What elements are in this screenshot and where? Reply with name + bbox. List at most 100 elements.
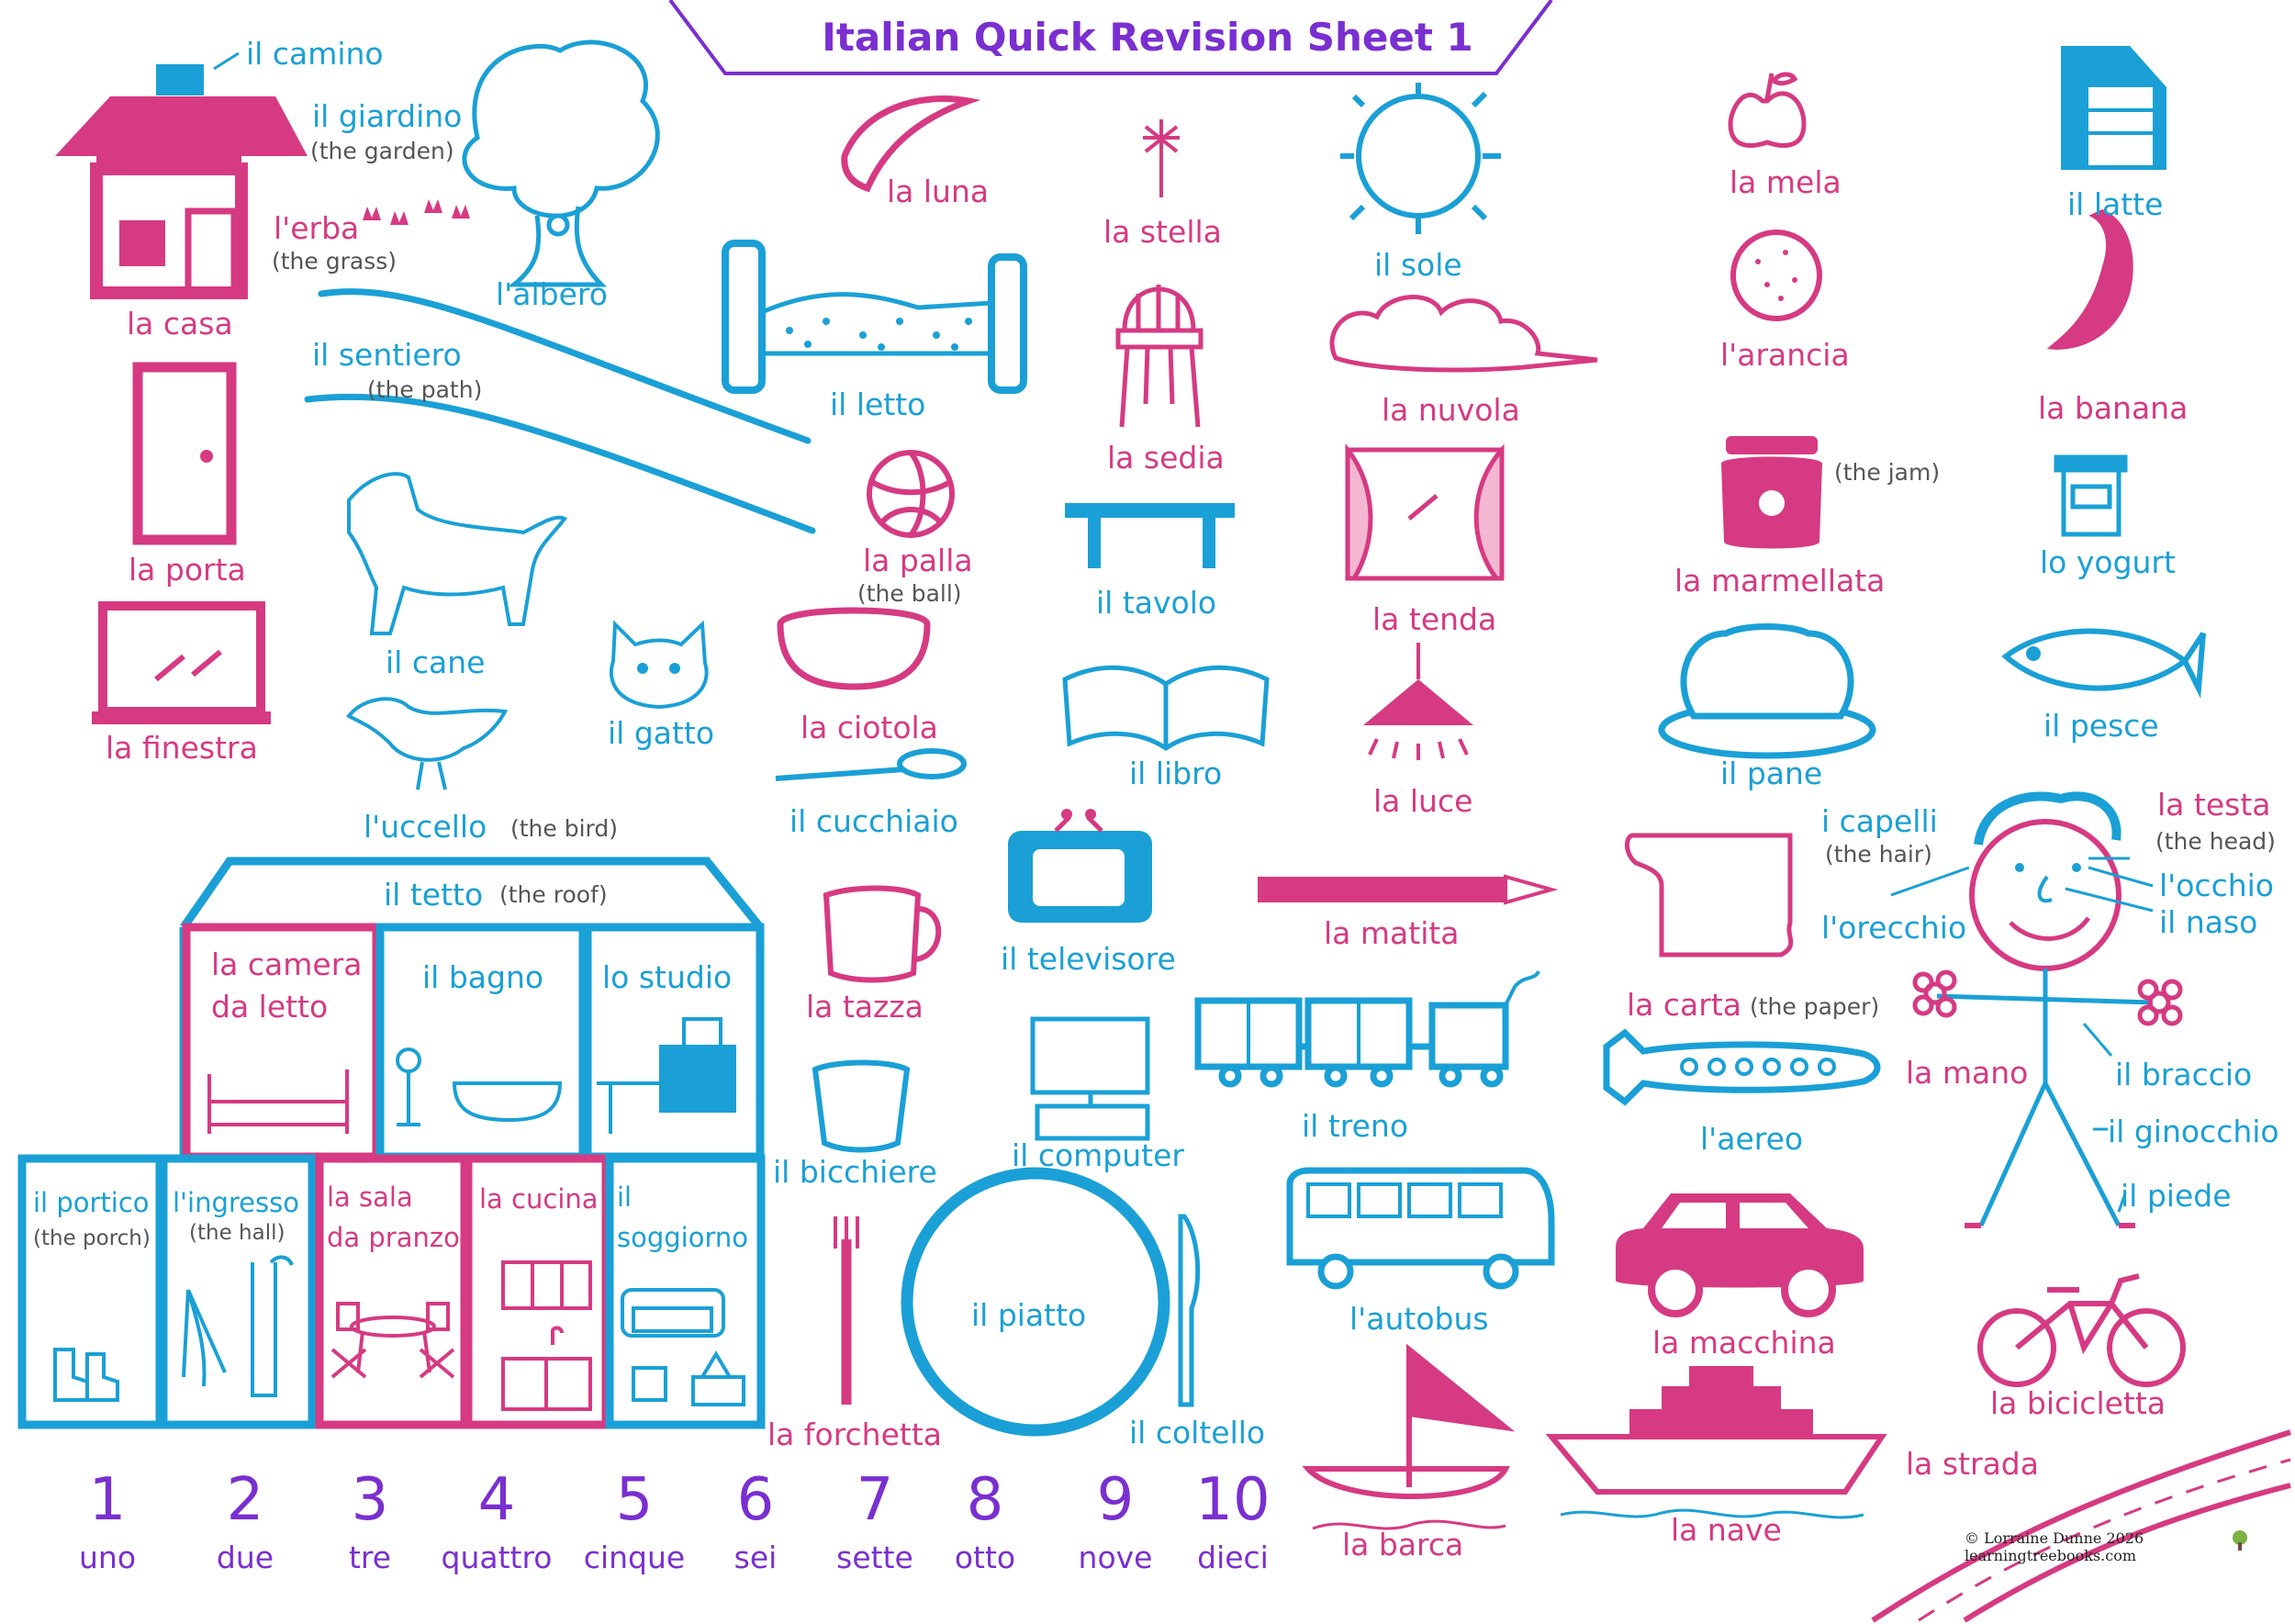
bed-dots [786,318,972,351]
label-la-macchina: la macchina [1652,1325,1836,1361]
number-word: quattro [441,1540,553,1575]
chair-icon [1115,285,1203,428]
label-il-cucchiaio: il cucchiaio [789,803,958,839]
door-icon [132,362,237,545]
milk-carton-icon [2061,46,2166,170]
road-icon [1871,1429,2291,1623]
label-la-mela: la mela [1730,164,1842,200]
number-word: otto [954,1540,1016,1575]
bed-icon [722,240,1027,394]
number-digit: 4 [477,1466,516,1534]
number-digit: 10 [1195,1466,1271,1534]
grass-flowers-icon [363,199,470,225]
label-la-tazza: la tazza [806,989,924,1025]
label-il-braccio: il braccio [2115,1057,2253,1092]
ship-icon [1545,1366,1887,1519]
label-lo-studio: lo studio [602,959,733,995]
aeroplane-icon [1603,1028,1881,1106]
copyright-line1: © Lorraine Dunne 2026 [1965,1529,2144,1547]
car-icon [1616,1193,1864,1317]
label-la-cucina: la cucina [479,1183,599,1215]
hall-umbrella-icon [182,1255,294,1397]
label-la-luce: la luce [1373,783,1473,819]
label-la-carta: la carta [1627,987,1741,1023]
tree-icon [462,39,660,287]
label-l-aereo: l'aereo [1700,1121,1804,1157]
stick-figure-icon [1936,791,2154,1228]
number-word: due [216,1540,274,1575]
cloud-icon [1329,295,1598,373]
label-il-camino: il camino [246,36,384,72]
label-la-sedia: la sedia [1107,440,1225,476]
label-il-cane: il cane [386,644,486,680]
label-l-albero: l'albero [496,276,608,312]
label-i-capelli: i capelli [1821,803,1938,839]
label-il-pesce: il pesce [2043,708,2159,744]
window-icon [92,601,271,724]
bathroom-icon [396,1047,563,1126]
label-the-bird: (the bird) [510,815,619,842]
fish-icon [2001,628,2206,699]
label-il-treno: il treno [1302,1108,1409,1144]
label-the-porch: (the porch) [33,1226,151,1250]
label-il-bicchiere: il bicchiere [773,1154,937,1190]
label-il-tetto: il tetto [384,877,484,913]
label-la-marmellata: la marmellata [1674,563,1886,599]
bicycle-icon [1977,1273,2186,1387]
label-the-head: (the head) [2155,828,2276,855]
number-word: sei [733,1540,778,1575]
label-il-portico: il portico [33,1187,150,1218]
label-la-porta: la porta [129,552,246,588]
label-la-mano: la mano [1906,1055,2029,1091]
plate-icon [901,1167,1170,1437]
number-word: uno [78,1540,137,1575]
apple-icon [1728,72,1807,148]
television-icon [1008,809,1152,923]
porch-boots-icon [53,1348,119,1402]
label-da-pranzo: da pranzo [327,1222,460,1253]
train-icon [1194,969,1540,1088]
label-la-strada: la strada [1906,1446,2039,1482]
room-living [605,1154,766,1429]
label-da-letto: da letto [211,989,329,1025]
label-the-grass: (the grass) [272,248,397,274]
label-il-bagno: il bagno [422,959,544,995]
lamp-icon [1363,643,1473,760]
number-digit: 6 [736,1466,775,1534]
label-la-banana: la banana [2038,390,2189,426]
dog-icon [347,472,568,635]
glass-icon [812,1059,911,1153]
jam-icon [1721,436,1822,549]
label-il-pane: il pane [1720,756,1823,791]
number-word: tre [348,1540,392,1575]
label-la-casa: la casa [127,306,233,342]
label-la-nuvola: la nuvola [1382,392,1520,428]
label-the-garden: (the garden) [310,138,454,164]
label-il-libro: il libro [1129,756,1223,791]
label-lo-yogurt: lo yogurt [2040,544,2176,580]
label-l-erba: l'erba [274,210,360,246]
copyright: © Lorraine Dunne 2026 learningtreebooks.… [1965,1529,2144,1564]
pencil-icon [1258,874,1559,905]
label-the-path: (the path) [367,376,483,403]
label-la-matita: la matita [1324,915,1460,951]
tree-logo-icon [2233,1530,2247,1551]
label-the-ball: (the ball) [857,580,962,607]
spoon-icon [775,748,967,781]
label-la-testa: la testa [2157,787,2271,823]
moon-icon [841,95,981,193]
label-il-naso: il naso [2159,904,2258,940]
paper-icon [1625,833,1794,958]
label-l-autobus: l'autobus [1349,1301,1489,1337]
label-la-forchetta: la forchetta [767,1417,942,1452]
label-il-giardino: il giardino [312,98,463,134]
label-la-barca: la barca [1342,1527,1464,1562]
label-il-computer: il computer [1012,1137,1184,1173]
chimney-pointer [213,51,240,71]
room-hall [159,1154,317,1429]
label-la-ciotola: la ciotola [800,710,938,745]
number-digit: 2 [226,1466,264,1534]
bowl-icon [777,607,931,690]
label-la-nave: la nave [1671,1512,1782,1548]
